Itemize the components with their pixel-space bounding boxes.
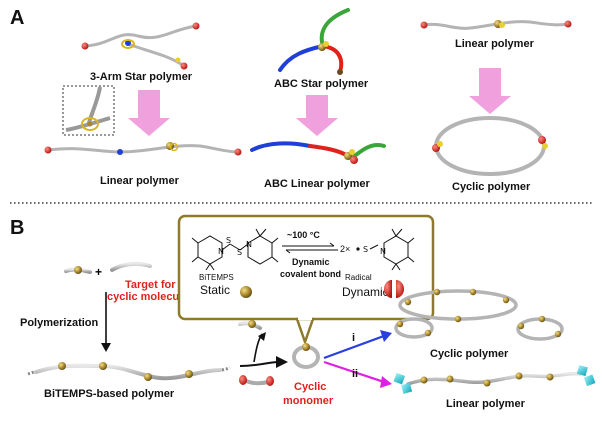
cyclic-monomer-line1: Cyclic (294, 381, 326, 393)
cyclic-monomer-line2: monomer (283, 395, 334, 407)
static-label: Static (200, 283, 230, 297)
bitemps-polymer-label: BiTEMPS-based polymer (44, 388, 175, 400)
bitemps-structure (191, 228, 279, 271)
linear-polymer-label-left: Linear polymer (100, 175, 180, 187)
three-arm-star-polymer (81, 22, 200, 70)
bitemps-n2: N (246, 240, 252, 249)
cyclic-polymer-a (432, 116, 548, 176)
junction-zoom-inset (62, 85, 115, 136)
cyclic-polymer-label-a: Cyclic polymer (452, 181, 531, 193)
bitemps-name: BiTEMPS (199, 273, 234, 282)
linear-polymer-label-b: Linear polymer (446, 398, 526, 410)
route-ii-arrow (323, 360, 392, 388)
route-i-label: i (352, 332, 355, 344)
target-molecule (110, 261, 152, 272)
radical-s: S (363, 245, 368, 254)
radical-name: Radical (345, 273, 372, 282)
radical-structure (369, 228, 415, 271)
released-red-fragment (239, 375, 274, 386)
bitemps-polymer-chain (27, 362, 231, 381)
cyan-cube-end-right (576, 365, 596, 387)
depolymerization-arrow (239, 332, 288, 368)
equilibrium-arrows (282, 242, 338, 254)
pink-arrow-3 (469, 68, 511, 114)
pink-arrow-1 (128, 90, 170, 136)
released-bitemps-fragment (238, 320, 262, 330)
target-label-line1: Target for (125, 279, 176, 291)
static-gold-bead-icon (240, 286, 252, 298)
abc-star-label: ABC Star polymer (274, 78, 369, 90)
route-i-arrow (323, 330, 392, 360)
linear-polymer-b (406, 371, 582, 387)
route-ii-label: ii (352, 368, 358, 380)
abc-linear-polymer (250, 141, 386, 164)
bitemps-n1: N (218, 247, 224, 256)
bitemps-s1: S (226, 236, 231, 245)
polymerization-label: Polymerization (20, 317, 99, 329)
bitemps-monomer (64, 266, 92, 274)
pink-arrow-2 (296, 95, 338, 136)
panel-a-label: A (10, 7, 24, 29)
cyclic-polymer-label-b: Cyclic polymer (430, 348, 509, 360)
linear-polymer-from-star (44, 142, 242, 156)
cyclic-polymer-small (394, 317, 434, 339)
temperature-label: ~100 °C (287, 230, 320, 240)
target-label-line2: cyclic molecule (107, 291, 188, 303)
split-red-bead-icon (384, 280, 404, 298)
abc-star-polymer (278, 8, 350, 75)
panel-b-label: B (10, 217, 24, 239)
linear-polymer-label-right: Linear polymer (455, 38, 535, 50)
radical-factor: 2× (340, 244, 350, 254)
cyclic-monomer (292, 343, 320, 369)
dynamic-label: Dynamic (342, 285, 389, 299)
radical-dot (356, 247, 360, 251)
abc-linear-label: ABC Linear polymer (264, 178, 370, 190)
cyan-cube-end-left (393, 372, 413, 394)
cyclic-polymer-medium (516, 315, 564, 341)
bitemps-s2: S (237, 248, 242, 257)
radical-n: N (380, 247, 386, 256)
bond-line2: covalent bond (280, 269, 341, 279)
star3-label: 3-Arm Star polymer (90, 71, 193, 83)
linear-polymer-top-right (420, 20, 572, 30)
plus-sign: + (95, 265, 102, 279)
cyclic-polymer-large (398, 288, 518, 323)
bond-line1: Dynamic (292, 257, 330, 267)
polymerization-arrow (101, 292, 111, 352)
